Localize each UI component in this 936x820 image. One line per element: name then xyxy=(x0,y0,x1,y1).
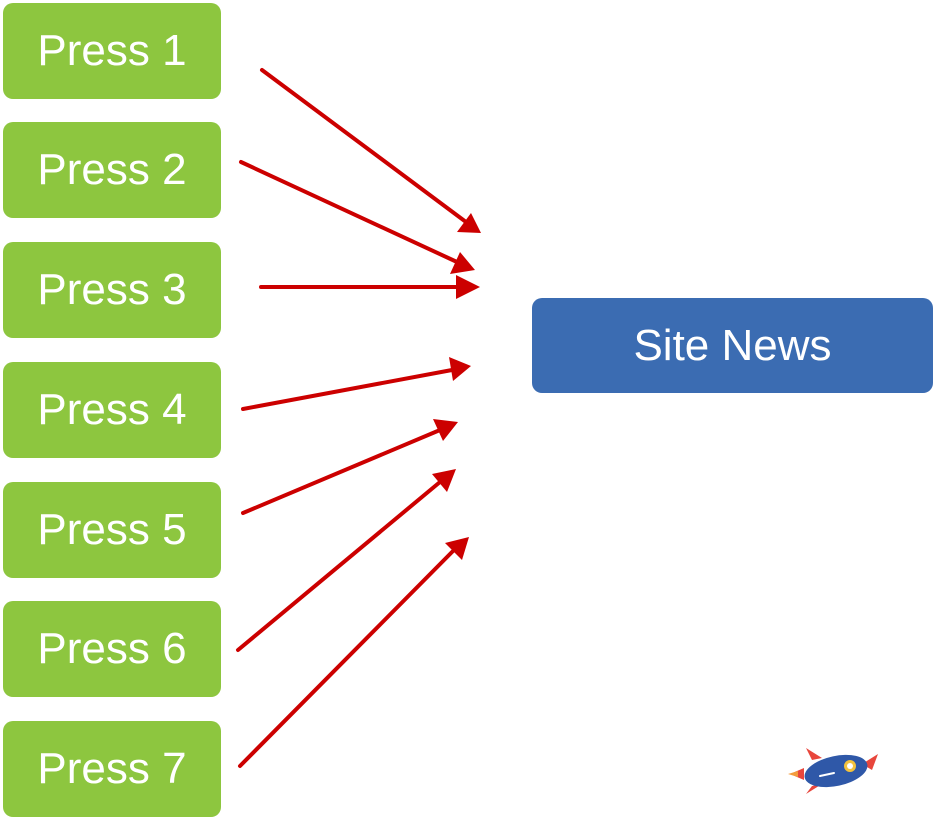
arrowhead-press-1 xyxy=(457,213,481,233)
arrowhead-press-7 xyxy=(445,537,469,560)
arrowhead-press-3 xyxy=(456,275,480,299)
arrowhead-press-2 xyxy=(450,252,475,274)
press-5-box: Press 5 xyxy=(3,482,221,578)
arrow-press-6 xyxy=(236,480,442,652)
arrow-press-4 xyxy=(241,368,454,411)
rocket-icon xyxy=(788,748,878,794)
press-7-box: Press 7 xyxy=(3,721,221,817)
press-1-box: Press 1 xyxy=(3,3,221,99)
press-3-box: Press 3 xyxy=(3,242,221,338)
press-6-box: Press 6 xyxy=(3,601,221,697)
arrow-press-5 xyxy=(241,428,442,515)
arrow-press-7 xyxy=(238,548,456,768)
press-4-box: Press 4 xyxy=(3,362,221,458)
arrowhead-press-4 xyxy=(449,357,471,381)
press-2-box: Press 2 xyxy=(3,122,221,218)
site-news-box: Site News xyxy=(532,298,933,393)
arrow-press-1 xyxy=(260,68,468,224)
arrowhead-press-5 xyxy=(433,419,458,441)
arrow-press-2 xyxy=(239,160,459,264)
arrowhead-press-6 xyxy=(432,469,456,492)
